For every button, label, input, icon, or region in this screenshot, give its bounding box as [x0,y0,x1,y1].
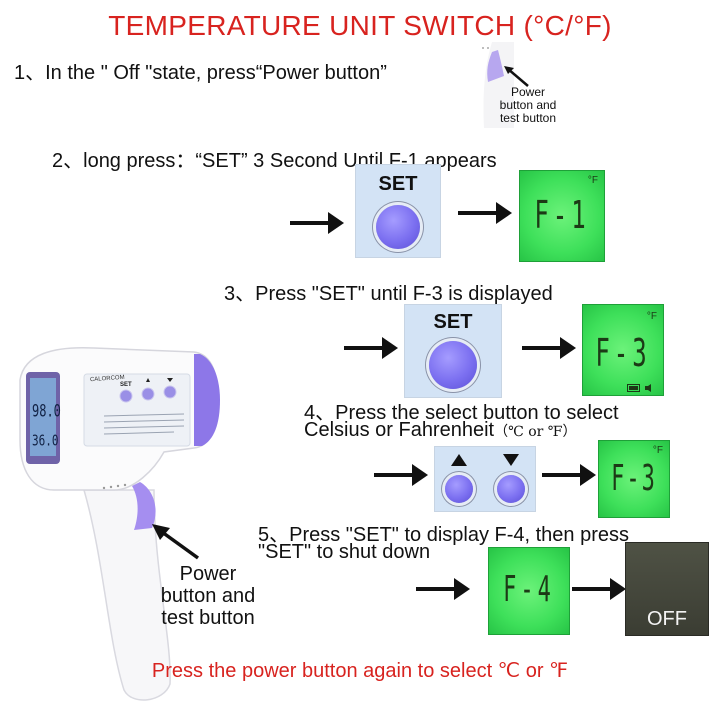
lcd-display-f3: °F F-3 [598,440,670,518]
set-key-label: SET [378,173,418,195]
thermometer-illustration: 98.0 36.0 CALORCOM SET [14,340,220,710]
set-button-panel: SET [404,304,502,398]
arrow-right-icon [570,576,628,607]
page-title: TEMPERATURE UNIT SWITCH (°C/°F) [108,10,612,41]
device-reading-primary: 98.0 [32,401,61,421]
power-button-closeup [478,42,514,128]
arrow-right-icon [288,210,346,241]
arrow-right-icon [540,462,598,493]
step-5-text-line2: "SET" to shut down [258,541,431,563]
arrow-right-icon [342,335,400,366]
step-1-text: 1、In the " Off "state, press“Power butto… [14,62,387,84]
power-button-caption: Power button and test button [160,563,256,629]
arrow-icon [150,522,202,567]
device-set-key: SET [120,382,132,388]
select-up-button[interactable] [445,475,473,503]
device-reading-secondary: 36.0 [32,431,59,450]
step-3-text: 3、Press "SET" until F-3 is displayed [224,283,553,305]
down-triangle-icon [503,453,519,471]
set-button[interactable] [376,205,420,249]
select-buttons-panel [434,446,536,512]
select-down-button[interactable] [497,475,525,503]
arrow-right-icon [456,200,514,231]
step-4-text-line2: Celsius or Fahrenheit（℃ or ℉） [304,419,577,441]
step-5-text: 5、Press "SET" to display F-4, then press [258,524,630,546]
arrow-right-icon [520,335,578,366]
arrow-right-icon [414,576,472,607]
lcd-display-off: OFF [625,542,709,636]
lcd-display-f3: °F F-3 [582,304,664,396]
arrow-icon [502,64,532,95]
lcd-display-f1: °F F-1 [519,170,605,262]
footer-instruction: Press the power button again to select ℃… [151,660,569,682]
set-button[interactable] [429,341,477,389]
battery-icon [627,379,655,397]
set-key-label: SET [433,311,473,333]
power-button-caption-small: Power button and test button [499,85,557,125]
set-button-panel: SET [355,164,441,258]
step-4-text: 4、Press the select button to select [304,402,619,424]
up-triangle-icon [451,453,467,471]
arrow-right-icon [372,462,430,493]
lcd-display-f4: F-4 [488,547,570,635]
